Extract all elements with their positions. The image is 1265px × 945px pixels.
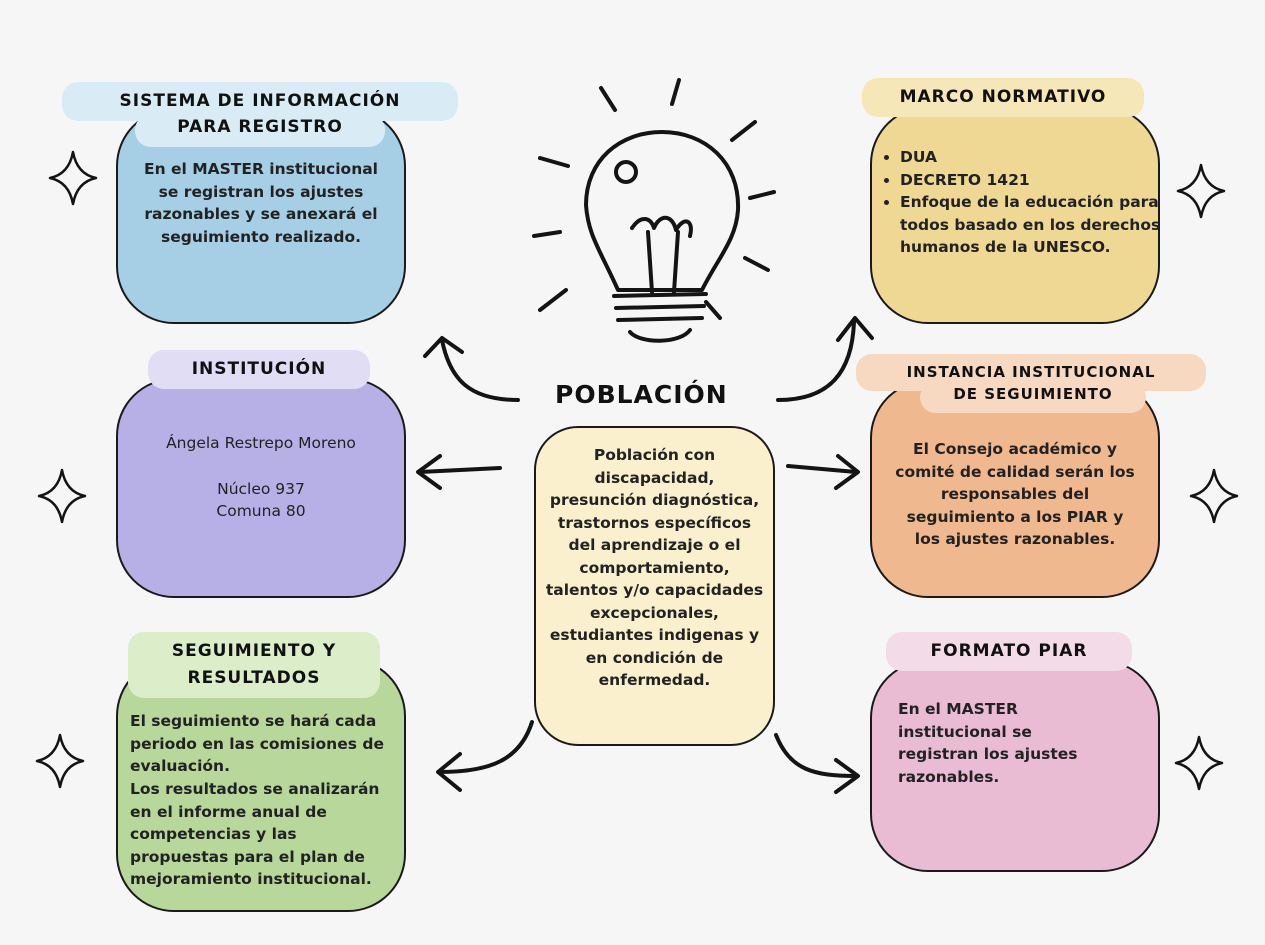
marco-box bbox=[870, 106, 1160, 324]
seguimiento-tag: SEGUIMIENTO Y RESULTADOS bbox=[128, 632, 380, 698]
instancia-tag-line1: INSTANCIA INSTITUCIONAL bbox=[906, 363, 1156, 381]
sistema-tag-line2: PARA REGISTRO bbox=[177, 117, 343, 137]
seguimiento-text1: El seguimiento se hará cada periodo en l… bbox=[130, 712, 384, 775]
instancia-box bbox=[870, 380, 1160, 598]
center-text: Población con discapacidad, presunción d… bbox=[545, 446, 764, 689]
marco-item-enfoque: Enfoque de la educación para todos basad… bbox=[900, 191, 1162, 259]
sistema-tag-second: PARA REGISTRO bbox=[135, 114, 385, 147]
lightbulb-icon bbox=[532, 78, 776, 343]
arrow-icon-to-instancia bbox=[786, 454, 860, 490]
sparkle-icon bbox=[1174, 735, 1224, 791]
sistema-text: En el MASTER institucional se registran … bbox=[143, 160, 378, 246]
seguimiento-tag-line2: RESULTADOS bbox=[187, 668, 321, 688]
arrow-icon-to-marco bbox=[776, 316, 874, 402]
marco-list: DUA DECRETO 1421 Enfoque de la educación… bbox=[882, 146, 1162, 259]
sparkle-icon bbox=[48, 150, 98, 206]
sistema-tag-line1: SISTEMA DE INFORMACIÓN bbox=[119, 91, 401, 111]
seguimiento-tag-line1: SEGUIMIENTO Y bbox=[171, 641, 337, 661]
center-title: POBLACIÓN bbox=[555, 380, 728, 409]
arrow-icon-to-sistema bbox=[423, 336, 520, 402]
sparkle-icon bbox=[1176, 163, 1226, 219]
institucion-tag: INSTITUCIÓN bbox=[148, 350, 370, 389]
seguimiento-box bbox=[116, 658, 406, 912]
piar-tag: FORMATO PIAR bbox=[886, 632, 1132, 671]
sparkle-icon bbox=[1189, 468, 1239, 524]
seguimiento-text2: Los resultados se analizarán en el infor… bbox=[130, 780, 380, 888]
piar-box bbox=[870, 660, 1160, 872]
arrow-icon-to-institucion bbox=[416, 454, 502, 490]
arrow-icon-to-seguimiento bbox=[436, 720, 534, 792]
instancia-text: El Consejo académico y comité de calidad… bbox=[895, 440, 1135, 548]
institucion-nucleo: Núcleo 937 bbox=[217, 480, 305, 498]
institucion-comuna: Comuna 80 bbox=[216, 502, 306, 520]
instancia-tag-line2: DE SEGUIMIENTO bbox=[953, 385, 1113, 403]
marco-tag: MARCO NORMATIVO bbox=[862, 78, 1144, 117]
instancia-tag-second: DE SEGUIMIENTO bbox=[920, 382, 1146, 413]
center-box bbox=[534, 426, 775, 746]
institucion-name: Ángela Restrepo Moreno bbox=[166, 434, 356, 452]
institucion-box bbox=[116, 378, 406, 598]
sparkle-icon bbox=[37, 468, 87, 524]
marco-item-dua: DUA bbox=[900, 146, 1162, 169]
arrow-icon-to-piar bbox=[774, 733, 860, 794]
sparkle-icon bbox=[35, 733, 85, 789]
marco-item-decreto: DECRETO 1421 bbox=[900, 169, 1162, 192]
piar-text: En el MASTER institucional se registran … bbox=[898, 700, 1078, 786]
